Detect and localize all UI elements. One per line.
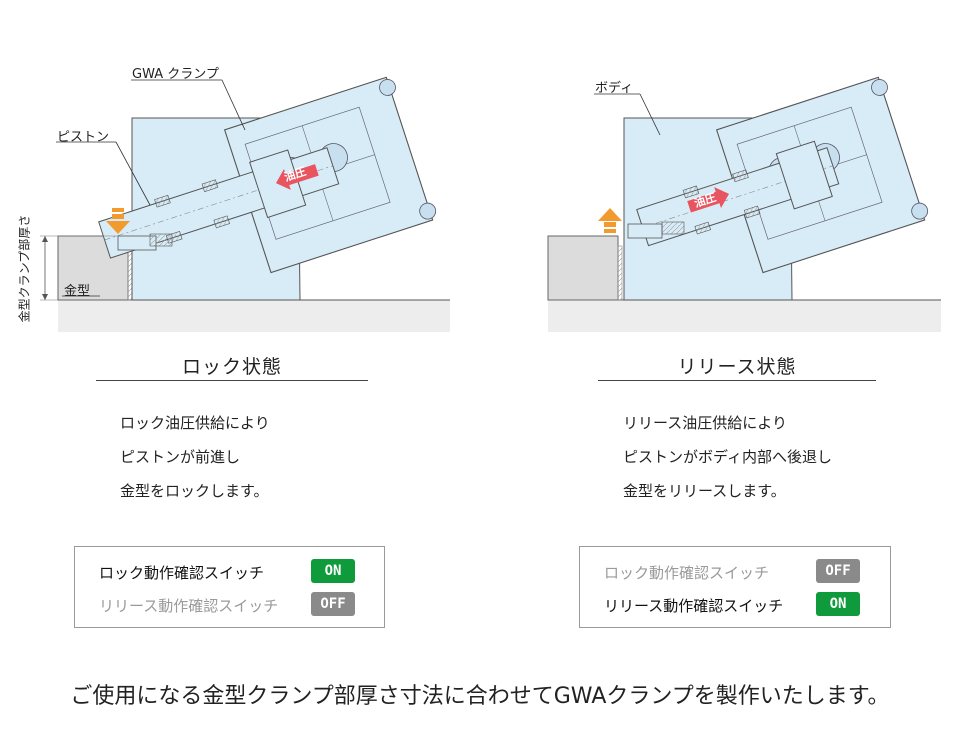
callout-gwa-clamp: GWA クランプ <box>132 67 219 82</box>
lock-switch-label: ロック動作確認スイッチ <box>604 563 770 582</box>
release-direction-arrow <box>598 208 622 233</box>
release-base-plate <box>548 300 941 332</box>
status-badge-off: OFF <box>311 592 355 616</box>
lock-pressure-arrow <box>275 164 319 190</box>
clamp-diagram <box>40 76 941 332</box>
lock-heading-rule <box>96 380 368 381</box>
release-diagram <box>547 76 941 332</box>
release-switch-label: リリース動作確認スイッチ <box>99 596 279 615</box>
release-switch-label: リリース動作確認スイッチ <box>604 596 784 615</box>
lock-switch-panel: ロック動作確認スイッチ ON リリース動作確認スイッチ OFF <box>74 546 385 628</box>
dimension-label: 金型クランプ部厚さ <box>17 214 32 323</box>
release-desc-line: リリース油圧供給により <box>623 414 787 432</box>
lock-desc-line: ピストンが前進し <box>120 448 241 466</box>
status-badge-off: OFF <box>816 559 860 583</box>
release-mold <box>547 235 619 301</box>
callout-body: ボディ <box>595 81 634 96</box>
footer-note: ご使用になる金型クランプ部厚さ寸法に合わせてGWAクランプを製作いたします。 <box>70 684 890 709</box>
callout-piston: ピストン <box>57 130 110 145</box>
lock-direction-arrow <box>106 208 130 234</box>
lock-description: ロック油圧供給により ピストンが前進し 金型をロックします。 <box>120 406 270 508</box>
release-switch-panel: ロック動作確認スイッチ OFF リリース動作確認スイッチ ON <box>579 546 891 628</box>
lock-base-plate <box>58 300 450 332</box>
release-heading: リリース状態 <box>677 356 797 378</box>
lock-heading: ロック状態 <box>181 356 282 378</box>
status-badge-on: ON <box>816 592 860 616</box>
lock-desc-line: ロック油圧供給により <box>120 414 270 432</box>
status-badge-on: ON <box>311 559 355 583</box>
release-desc-line: 金型をリリースします。 <box>623 482 786 500</box>
lock-diagram <box>40 76 450 332</box>
release-description: リリース油圧供給により ピストンがボディ内部へ後退し 金型をリリースします。 <box>623 406 832 508</box>
lock-desc-line: 金型をロックします。 <box>120 482 269 500</box>
release-desc-line: ピストンがボディ内部へ後退し <box>623 448 832 466</box>
release-heading-rule <box>598 380 876 381</box>
callout-mold: 金型 <box>64 284 91 299</box>
release-pressure-arrow <box>687 187 730 213</box>
lock-switch-label: ロック動作確認スイッチ <box>99 563 265 582</box>
